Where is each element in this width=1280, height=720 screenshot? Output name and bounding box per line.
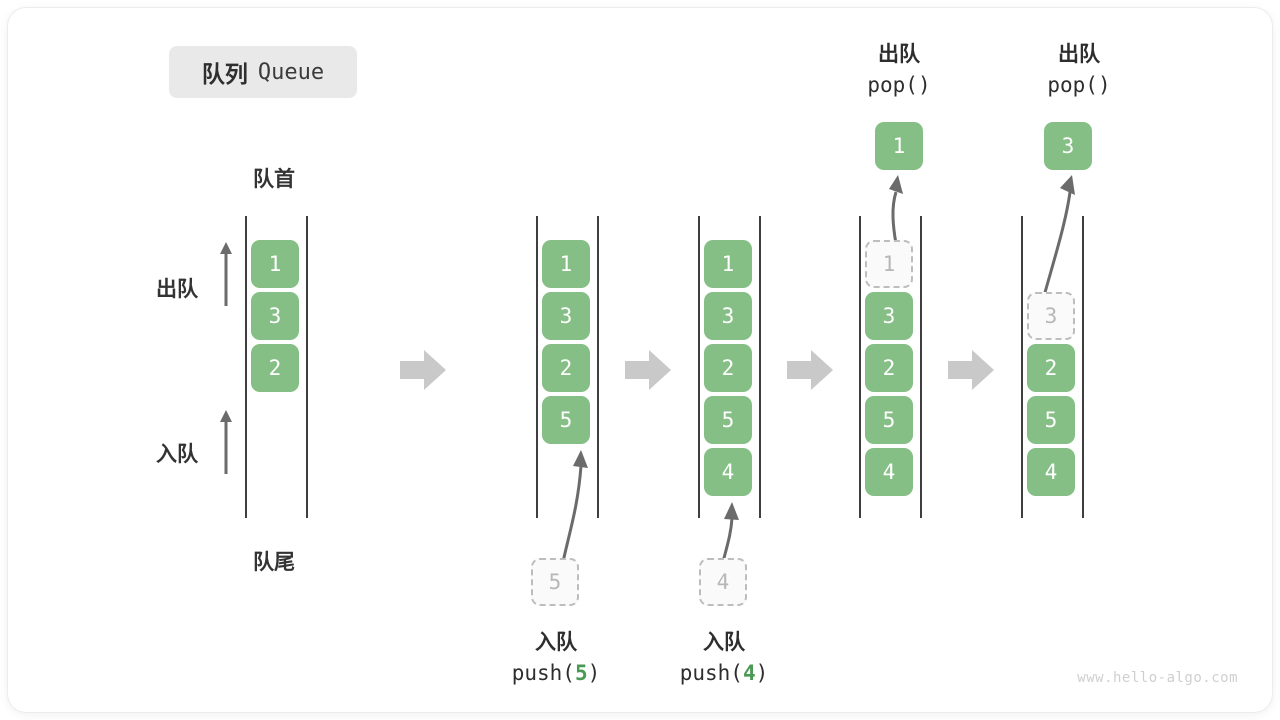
queue-rail-left-4 xyxy=(859,216,861,518)
queue-cell: 5 xyxy=(1027,396,1075,444)
queue-cell: 2 xyxy=(865,344,913,392)
queue-cell: 1 xyxy=(704,240,752,288)
queue-cell-new: 5 xyxy=(542,396,590,444)
step-arrow-icon xyxy=(787,350,833,390)
push-5-label: 入队 push(5) xyxy=(511,631,601,686)
queue-cell: 3 xyxy=(704,292,752,340)
queue-rail-right-5 xyxy=(1082,216,1084,518)
step-arrow-icon xyxy=(400,350,446,390)
enqueue-direction-arrow xyxy=(220,410,232,474)
queue-cell: 4 xyxy=(865,448,913,496)
title-badge: 队列 Queue xyxy=(169,46,357,98)
ghost-cell: 5 xyxy=(531,558,579,606)
push-arrow-4 xyxy=(721,502,739,563)
step-arrow-icon xyxy=(948,350,994,390)
queue-cell: 2 xyxy=(542,344,590,392)
pop-3-label: 出队 pop() xyxy=(1047,43,1111,98)
queue-rail-left-1 xyxy=(245,216,247,518)
queue-cell: 5 xyxy=(865,396,913,444)
queue-cell: 2 xyxy=(704,344,752,392)
pop-arrow-1 xyxy=(889,175,903,245)
queue-cell: 3 xyxy=(542,292,590,340)
queue-rail-right-3 xyxy=(759,216,761,518)
step-arrow-icon xyxy=(625,350,671,390)
pop-1-label: 出队 pop() xyxy=(867,43,931,98)
queue-cell: 2 xyxy=(1027,344,1075,392)
pop-arrow-3 xyxy=(1042,175,1075,297)
push-4-label: 入队 push(4) xyxy=(679,631,769,686)
queue-head-label: 队首 xyxy=(253,168,295,191)
push-arrow-5 xyxy=(561,450,588,563)
queue-cell: 4 xyxy=(1027,448,1075,496)
diagram-canvas: 队列 Queue 队首 队尾 出队 入队 1 3 2 1 3 2 5 5 入队 … xyxy=(8,8,1272,712)
watermark: www.hello-algo.com xyxy=(1077,670,1238,686)
queue-rail-left-3 xyxy=(698,216,700,518)
queue-cell: 2 xyxy=(251,344,299,392)
ghost-cell: 4 xyxy=(699,558,747,606)
queue-cell: 3 xyxy=(251,292,299,340)
enqueue-direction-label: 入队 xyxy=(156,443,198,466)
title-en: Queue xyxy=(257,59,325,85)
queue-rail-left-2 xyxy=(536,216,538,518)
queue-cell: 1 xyxy=(542,240,590,288)
ghost-cell: 1 xyxy=(865,240,913,288)
dequeue-direction-label: 出队 xyxy=(156,278,198,301)
queue-rail-right-2 xyxy=(597,216,599,518)
queue-cell: 5 xyxy=(704,396,752,444)
ghost-cell: 3 xyxy=(1027,292,1075,340)
queue-rail-right-1 xyxy=(306,216,308,518)
queue-rail-right-4 xyxy=(920,216,922,518)
popped-cell: 1 xyxy=(875,122,923,170)
queue-tail-label: 队尾 xyxy=(253,551,295,574)
popped-cell: 3 xyxy=(1044,122,1092,170)
queue-cell: 1 xyxy=(251,240,299,288)
title-cn: 队列 xyxy=(201,61,248,87)
queue-cell: 3 xyxy=(865,292,913,340)
dequeue-direction-arrow xyxy=(220,242,232,306)
queue-cell-new: 4 xyxy=(704,448,752,496)
queue-rail-left-5 xyxy=(1021,216,1023,518)
